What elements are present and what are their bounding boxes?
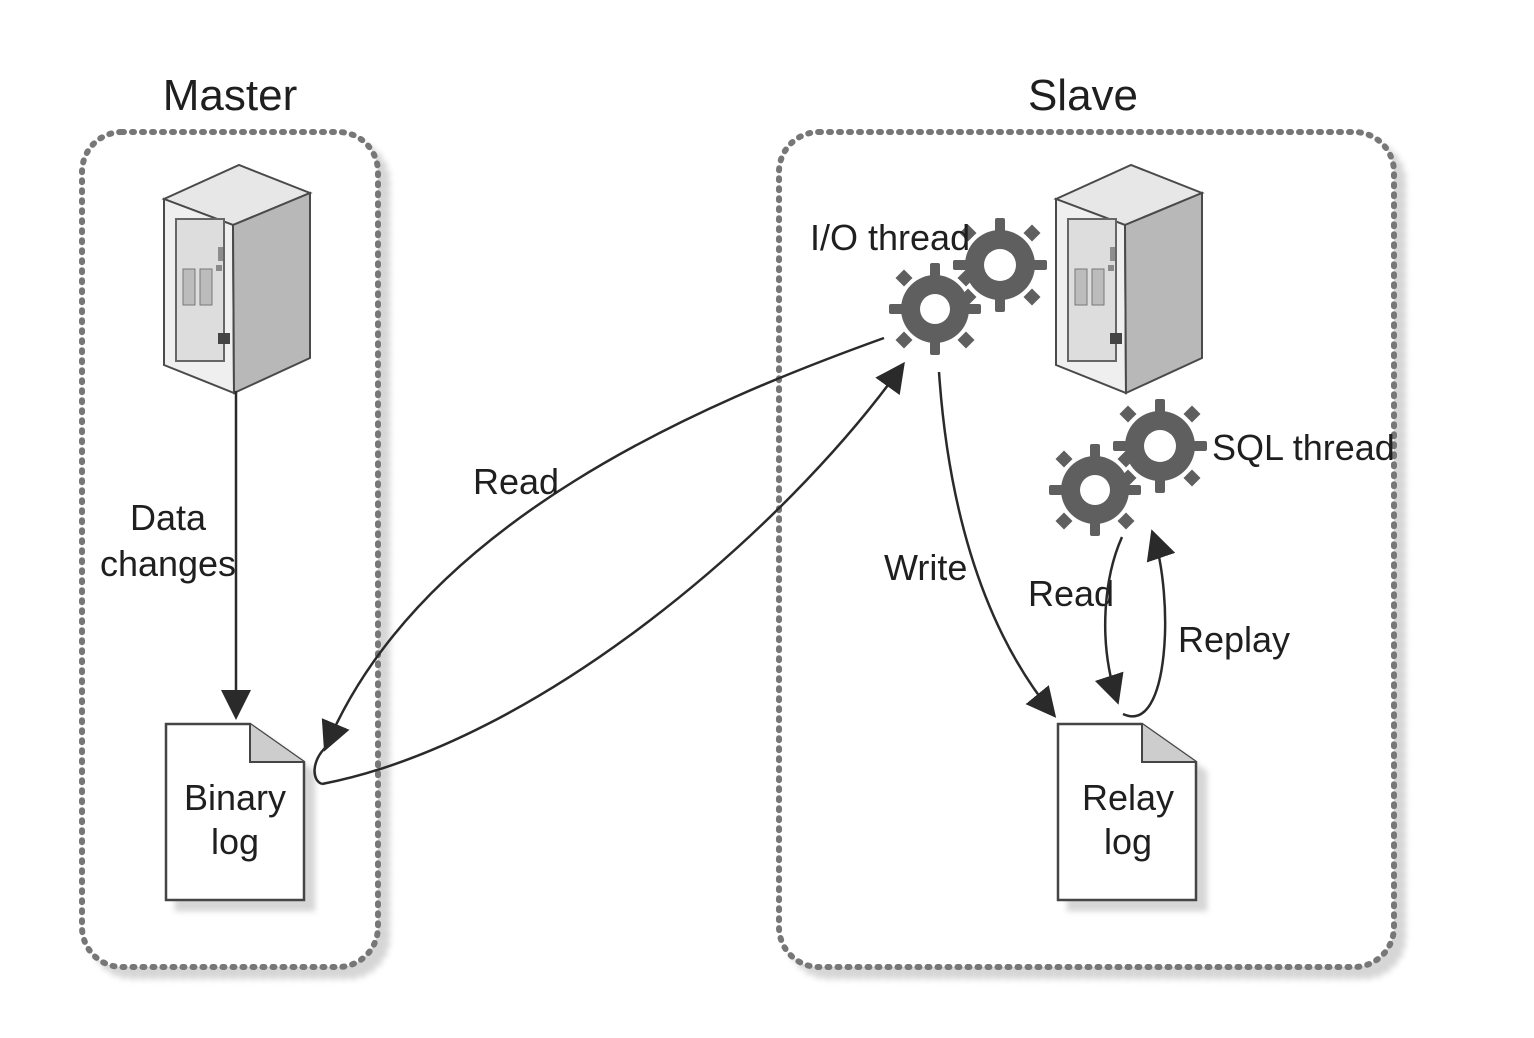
binary-log-label-line1: Binary	[184, 777, 286, 818]
io-thread-gears-icon	[889, 218, 1047, 355]
relay-log-label-line1: Relay	[1082, 777, 1174, 818]
binary-log-label-line2: log	[211, 821, 259, 862]
slave-read-label: Read	[1028, 573, 1114, 614]
data-changes-label-line2: changes	[100, 543, 236, 584]
data-changes-label-line1: Data	[130, 497, 207, 538]
binary-log-doc	[164, 722, 306, 902]
master-server-icon	[161, 163, 313, 395]
binary-log-to-io-thread-arrow	[321, 361, 905, 786]
binary-log-loop-tail	[313, 746, 327, 786]
replay-label: Replay	[1178, 619, 1290, 660]
sql-thread-label: SQL thread	[1212, 427, 1395, 468]
sql-read-arrow	[1094, 536, 1124, 705]
write-arrow	[937, 371, 1057, 718]
replay-arrow	[1122, 529, 1176, 718]
write-label: Write	[884, 547, 967, 588]
io-thread-label: I/O thread	[810, 217, 970, 258]
slave-server-icon	[1053, 163, 1205, 395]
relay-log-label-line2: log	[1104, 821, 1152, 862]
relay-log-doc	[1056, 722, 1198, 902]
io-thread-to-binary-log-arrow	[321, 336, 885, 752]
master-title: Master	[163, 71, 297, 120]
slave-title: Slave	[1028, 71, 1138, 120]
link-read-label: Read	[473, 461, 559, 502]
